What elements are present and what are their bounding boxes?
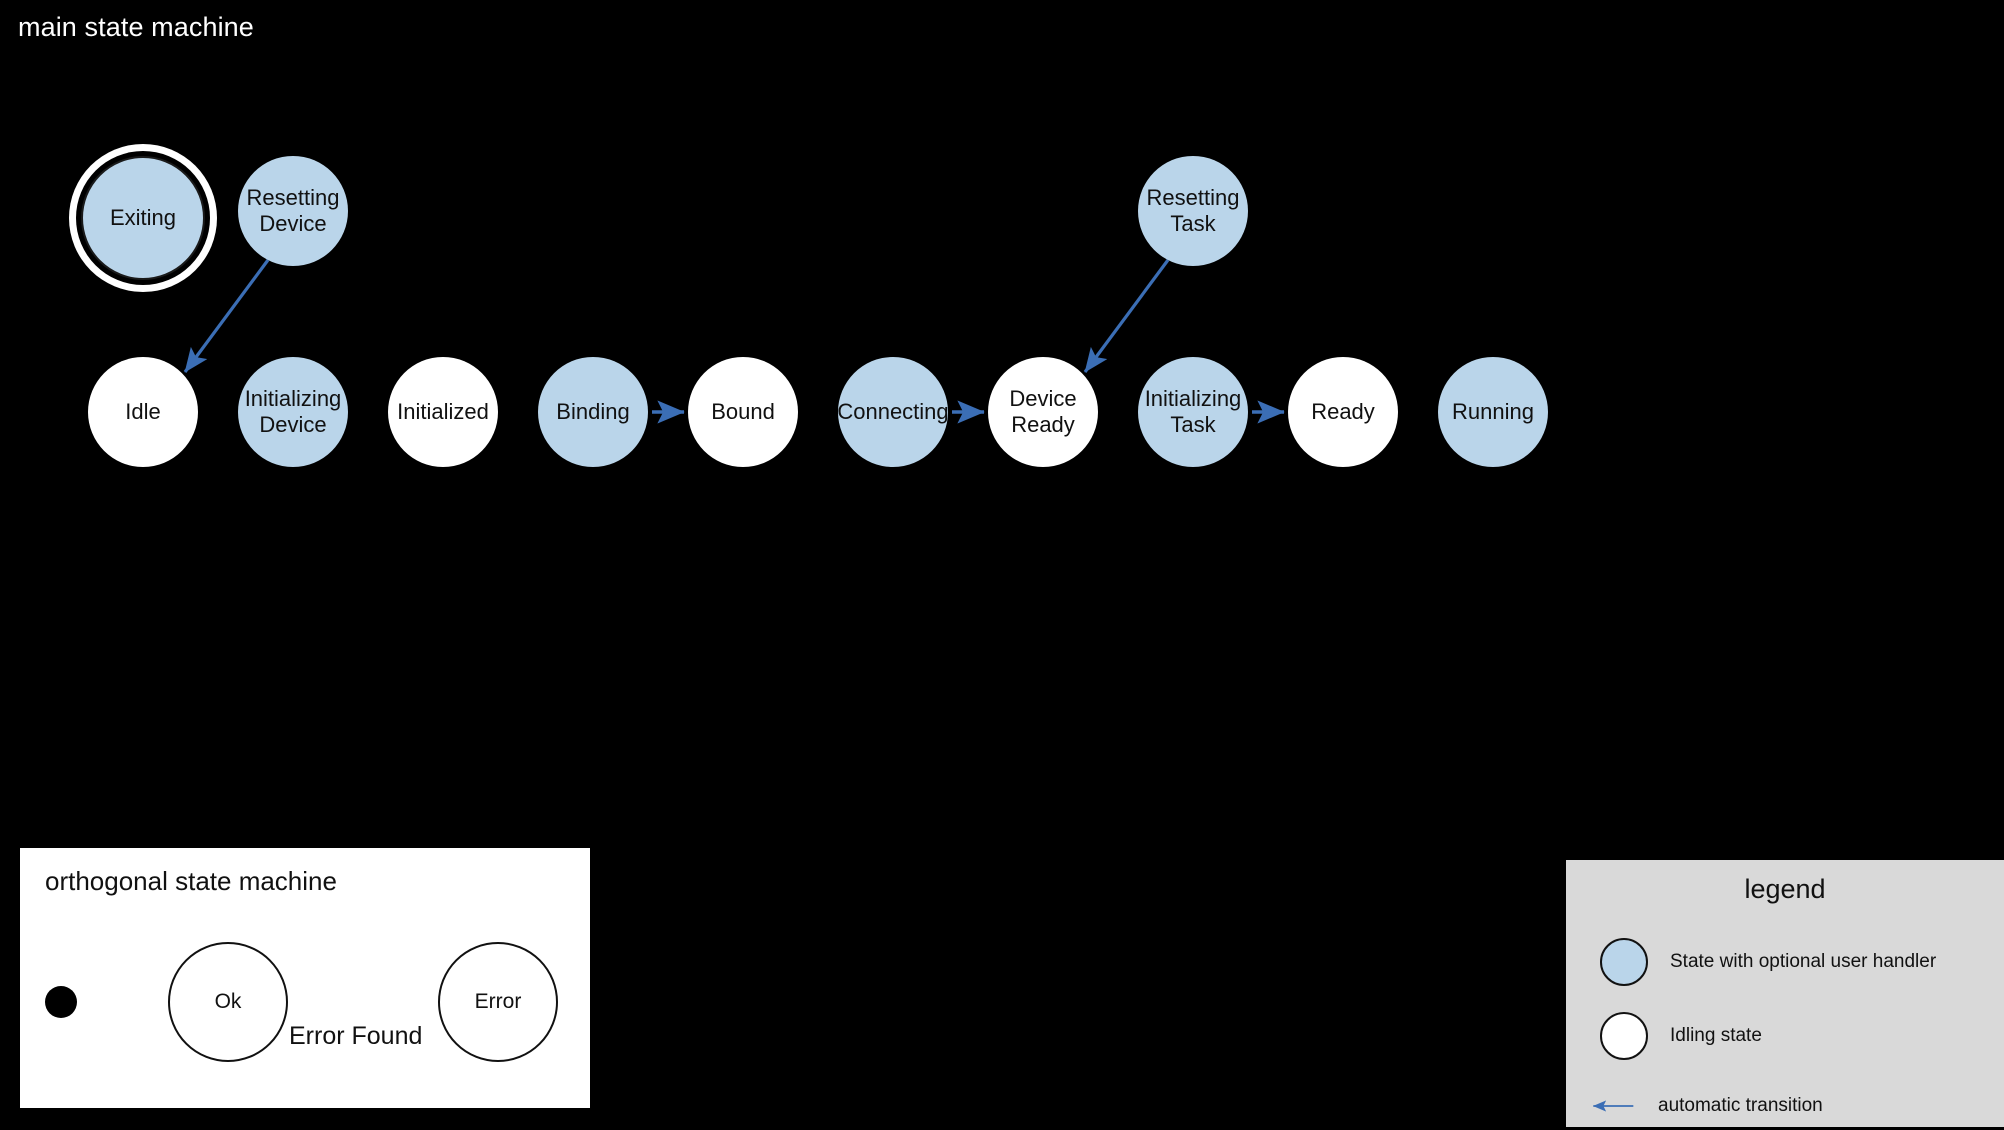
legend-label-handler-state: State with optional user handler	[1670, 951, 1937, 972]
state-label-initializing-task: Initializing Task	[1144, 386, 1242, 437]
legend-item-automatic-transition: automatic transition	[1588, 1082, 1823, 1130]
state-node-idle[interactable]: Idle	[88, 357, 198, 467]
state-node-initialized[interactable]: Initialized	[388, 357, 498, 467]
orthogonal-initial-state-dot[interactable]	[45, 986, 77, 1018]
state-node-exiting[interactable]: Exiting	[81, 156, 205, 280]
legend-item-idling-state: Idling state	[1600, 1012, 1762, 1060]
state-label-ready: Ready	[1311, 399, 1375, 425]
page-title: main state machine	[18, 12, 254, 42]
state-node-running[interactable]: Running	[1438, 357, 1548, 467]
state-label-bound: Bound	[711, 399, 775, 425]
left-arrow-icon	[1588, 1082, 1636, 1130]
state-node-initializing-device[interactable]: Initializing Device	[238, 357, 348, 467]
orthogonal-state-label-ok: Ok	[214, 990, 242, 1013]
orthogonal-state-node-ok[interactable]: Ok	[168, 942, 288, 1062]
state-node-resetting-task[interactable]: Resetting Task	[1138, 156, 1248, 266]
state-label-device-ready: Device Ready	[1009, 386, 1077, 437]
white-circle-icon	[1600, 1012, 1648, 1060]
state-label-running: Running	[1452, 399, 1534, 425]
state-node-ready[interactable]: Ready	[1288, 357, 1398, 467]
orthogonal-panel-title: orthogonal state machine	[45, 866, 337, 896]
legend-label-idling-state: Idling state	[1670, 1025, 1762, 1046]
state-label-connecting: Connecting	[837, 399, 949, 425]
transition-resetting-task-to-device-ready	[1083, 259, 1170, 373]
legend-panel: legend State with optional user handler …	[1566, 860, 2004, 1127]
transition-resetting-device-to-idle	[183, 259, 270, 373]
main-transition-layer	[183, 259, 1285, 424]
state-node-bound[interactable]: Bound	[688, 357, 798, 467]
legend-item-handler-state: State with optional user handler	[1600, 938, 1936, 986]
blue-circle-icon	[1600, 938, 1648, 986]
orthogonal-state-node-error[interactable]: Error	[438, 942, 558, 1062]
legend-title: legend	[1744, 874, 1826, 904]
state-node-initializing-task[interactable]: Initializing Task	[1138, 357, 1248, 467]
state-node-binding[interactable]: Binding	[538, 357, 648, 467]
state-node-resetting-device[interactable]: Resetting Device	[238, 156, 348, 266]
state-label-initializing-device: Initializing Device	[244, 386, 342, 437]
state-label-idle: Idle	[125, 399, 161, 425]
orthogonal-state-label-error: Error	[474, 990, 522, 1013]
legend-label-automatic-transition: automatic transition	[1658, 1095, 1823, 1116]
state-label-binding: Binding	[556, 399, 630, 425]
state-label-exiting: Exiting	[109, 205, 177, 231]
state-label-resetting-device: Resetting Device	[246, 185, 340, 236]
state-node-connecting[interactable]: Connecting	[837, 357, 949, 467]
state-label-initialized: Initialized	[397, 399, 489, 425]
state-label-resetting-task: Resetting Task	[1146, 185, 1240, 236]
orthogonal-transition-label-error-found: Error Found	[289, 1022, 423, 1050]
state-node-device-ready[interactable]: Device Ready	[988, 357, 1098, 467]
